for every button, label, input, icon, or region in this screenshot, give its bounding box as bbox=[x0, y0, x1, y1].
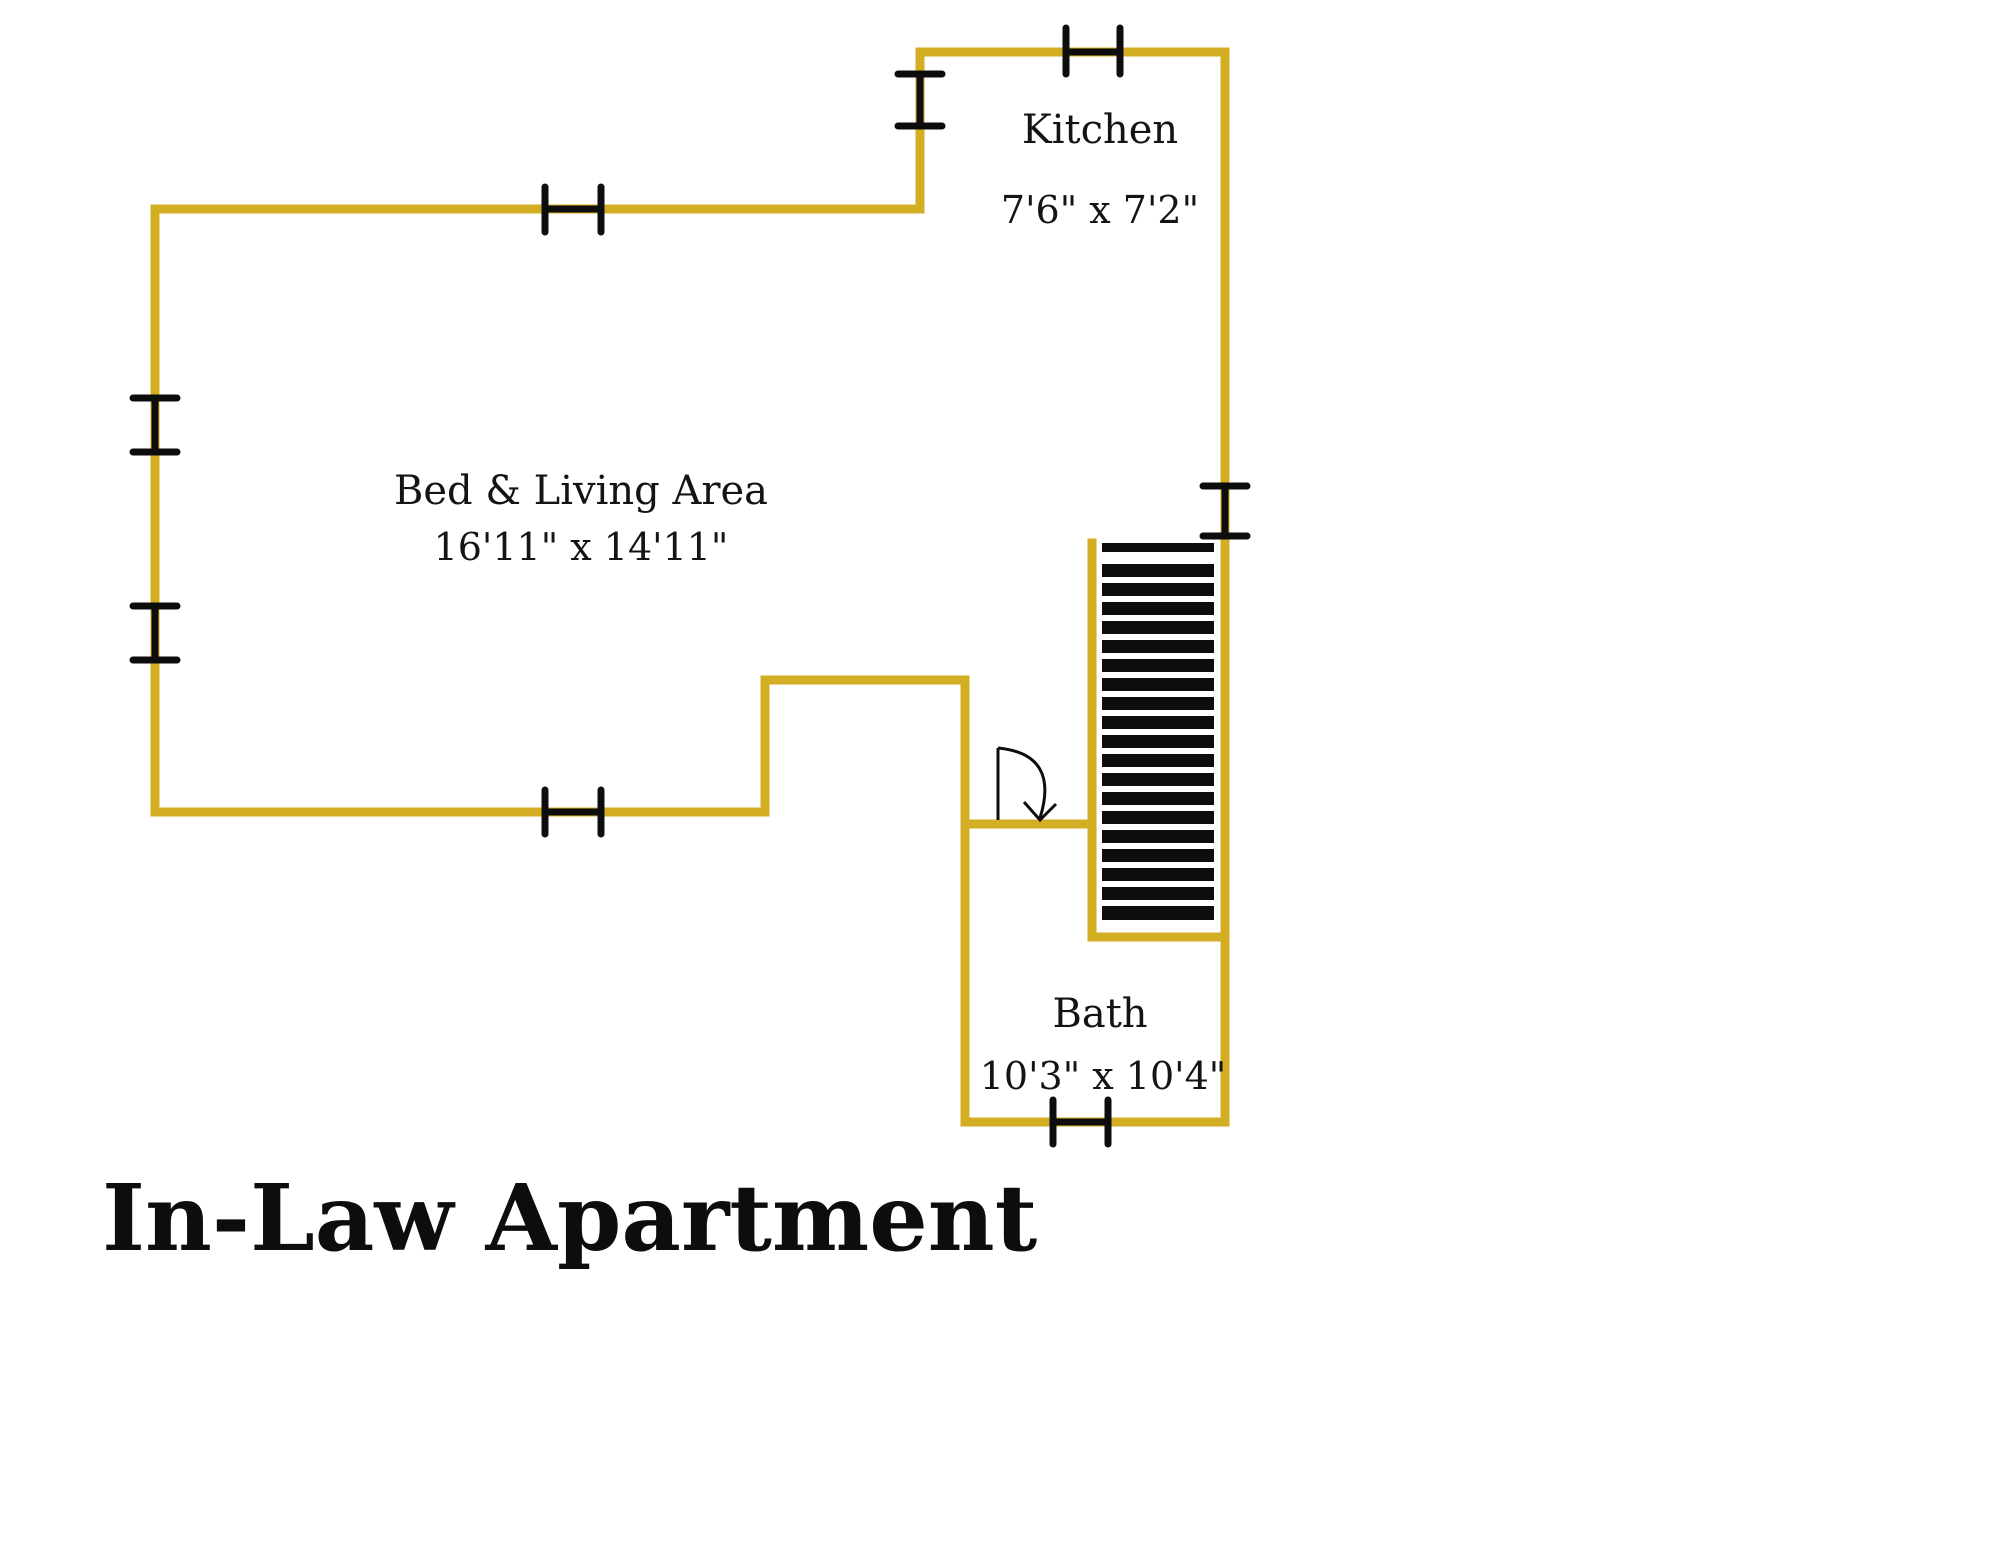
room-dimensions-bath: 10'3" x 10'4" bbox=[980, 1054, 1227, 1098]
stair-tread bbox=[1102, 735, 1214, 748]
stair-enclosure-wall bbox=[1087, 538, 1230, 942]
room-name-bath: Bath bbox=[1052, 991, 1147, 1037]
window-marker-icon bbox=[1199, 482, 1251, 540]
stair-tread bbox=[1102, 868, 1214, 881]
stair-tread bbox=[1102, 583, 1214, 596]
stair-tread bbox=[1102, 678, 1214, 691]
page-title: In-Law Apartment bbox=[102, 1164, 1038, 1272]
stair-tread bbox=[1102, 811, 1214, 824]
windows bbox=[129, 24, 1251, 1148]
window-marker-icon bbox=[1062, 24, 1124, 78]
stair-tread bbox=[1102, 773, 1214, 786]
room-labels: Kitchen 7'6" x 7'2" Bed & Living Area 16… bbox=[394, 107, 1226, 1098]
window-marker-icon bbox=[541, 786, 605, 838]
room-name-kitchen: Kitchen bbox=[1022, 107, 1178, 153]
window-marker-icon bbox=[129, 394, 181, 456]
stair-tread bbox=[1102, 602, 1214, 615]
stair-tread bbox=[1102, 640, 1214, 653]
room-dimensions-kitchen: 7'6" x 7'2" bbox=[1001, 188, 1199, 232]
stair-tread bbox=[1102, 792, 1214, 805]
stair-tread bbox=[1102, 830, 1214, 843]
stair-tread bbox=[1102, 564, 1214, 577]
stair-tread bbox=[1102, 543, 1214, 552]
room-name-bed-living: Bed & Living Area bbox=[394, 468, 768, 514]
stair-tread bbox=[1102, 849, 1214, 862]
window-marker-icon bbox=[894, 70, 946, 130]
stair-tread bbox=[1102, 906, 1214, 920]
room-dimensions-bed-living: 16'11" x 14'11" bbox=[434, 525, 729, 569]
stair-tread bbox=[1102, 716, 1214, 729]
window-marker-icon bbox=[1049, 1096, 1112, 1148]
stair-tread bbox=[1102, 697, 1214, 710]
staircase-icon bbox=[1102, 543, 1214, 920]
stair-tread bbox=[1102, 659, 1214, 672]
stair-tread bbox=[1102, 754, 1214, 767]
stair-tread bbox=[1102, 887, 1214, 900]
door-swing-icon bbox=[996, 746, 1058, 823]
window-marker-icon bbox=[129, 602, 181, 664]
window-marker-icon bbox=[541, 183, 605, 236]
stair-tread bbox=[1102, 621, 1214, 634]
